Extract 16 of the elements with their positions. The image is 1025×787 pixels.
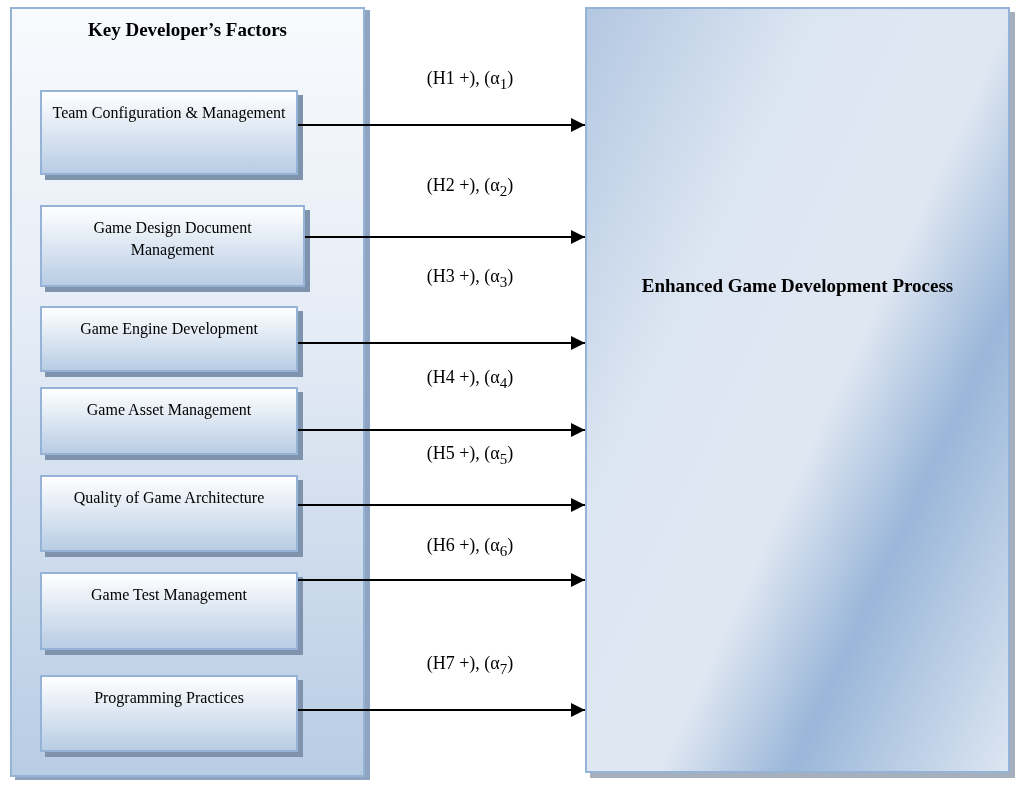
arrow (304, 230, 586, 244)
arrow (297, 336, 586, 350)
arrow (297, 703, 586, 717)
box-label: Game Test Management (90, 585, 248, 606)
box-label: Game Design Document Management (92, 218, 253, 261)
box-label: Game Engine Development (79, 319, 259, 340)
box-label: Enhanced Game Development Process (640, 274, 955, 297)
box-label: Programming Practices (93, 688, 245, 709)
box-label: Game Asset Management (85, 400, 253, 421)
arrow (297, 498, 586, 512)
box-label: Quality of Game Architecture (72, 488, 266, 509)
box-label: Team Configuration & Management (51, 103, 287, 124)
arrow (297, 423, 586, 437)
arrow (297, 118, 586, 132)
panel-heading: Key Developer’s Factors (86, 19, 289, 41)
arrow (297, 573, 586, 587)
